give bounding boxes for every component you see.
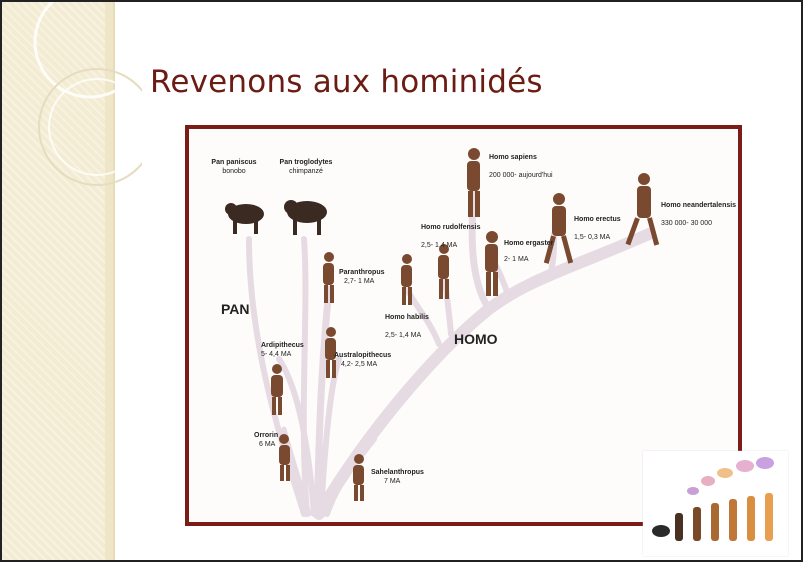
label-ardipithecus-age: 5- 4,4 MA: [261, 351, 292, 358]
label-sahelanthropus-age: 7 MA: [384, 478, 401, 485]
label-pan-paniscus-name: Pan paniscus: [211, 159, 256, 166]
label-homo-erectus-name: Homo erectus: [574, 216, 621, 223]
label-homo-erectus-age: 1,5- 0,3 MA: [574, 234, 611, 241]
slide-title: Revenons aux hominidés: [150, 64, 543, 100]
decorative-circles: [2, 2, 142, 202]
walking-figures: [652, 493, 773, 541]
group-label-pan: PAN: [221, 301, 250, 317]
label-homo-neandertalensis-age: 330 000- 30 000: [661, 220, 712, 227]
label-australopithecus-age: 4,2- 2,5 MA: [341, 361, 378, 368]
label-pan-paniscus-common: bonobo: [222, 168, 245, 175]
label-homo-neandertalensis-name: Homo neandertalensis: [661, 202, 736, 209]
label-pan-troglodytes-name: Pan troglodytes: [280, 159, 333, 166]
label-homo-habilis-age: 2,5- 1,4 MA: [385, 332, 422, 339]
label-homo-habilis-name: Homo habilis: [385, 314, 429, 321]
brain-icons: [687, 457, 774, 495]
label-orrorin-name: Orrorin: [254, 432, 278, 439]
label-homo-rudolfensis-age: 2,5- 1,4 MA: [421, 242, 458, 249]
evolution-march-thumbnail: [643, 451, 788, 556]
label-homo-sapiens-name: Homo sapiens: [489, 154, 537, 161]
label-paranthropus-name: Paranthropus: [339, 269, 385, 276]
march-of-progress-illustration: [643, 451, 788, 556]
label-orrorin-age: 6 MA: [259, 441, 276, 448]
label-homo-ergaster-name: Homo ergaster: [504, 240, 554, 247]
label-homo-rudolfensis-name: Homo rudolfensis: [421, 224, 481, 231]
label-sahelanthropus-name: Sahelanthropus: [371, 469, 424, 476]
label-pan-troglodytes-common: chimpanzé: [289, 168, 323, 175]
label-australopithecus-name: Australopithecus: [334, 352, 391, 359]
label-paranthropus-age: 2,7- 1 MA: [344, 278, 375, 285]
group-label-homo: HOMO: [454, 331, 498, 347]
label-homo-ergaster-age: 2- 1 MA: [504, 256, 529, 263]
label-homo-sapiens-age: 200 000- aujourd'hui: [489, 172, 553, 179]
label-ardipithecus-name: Ardipithecus: [261, 342, 304, 349]
